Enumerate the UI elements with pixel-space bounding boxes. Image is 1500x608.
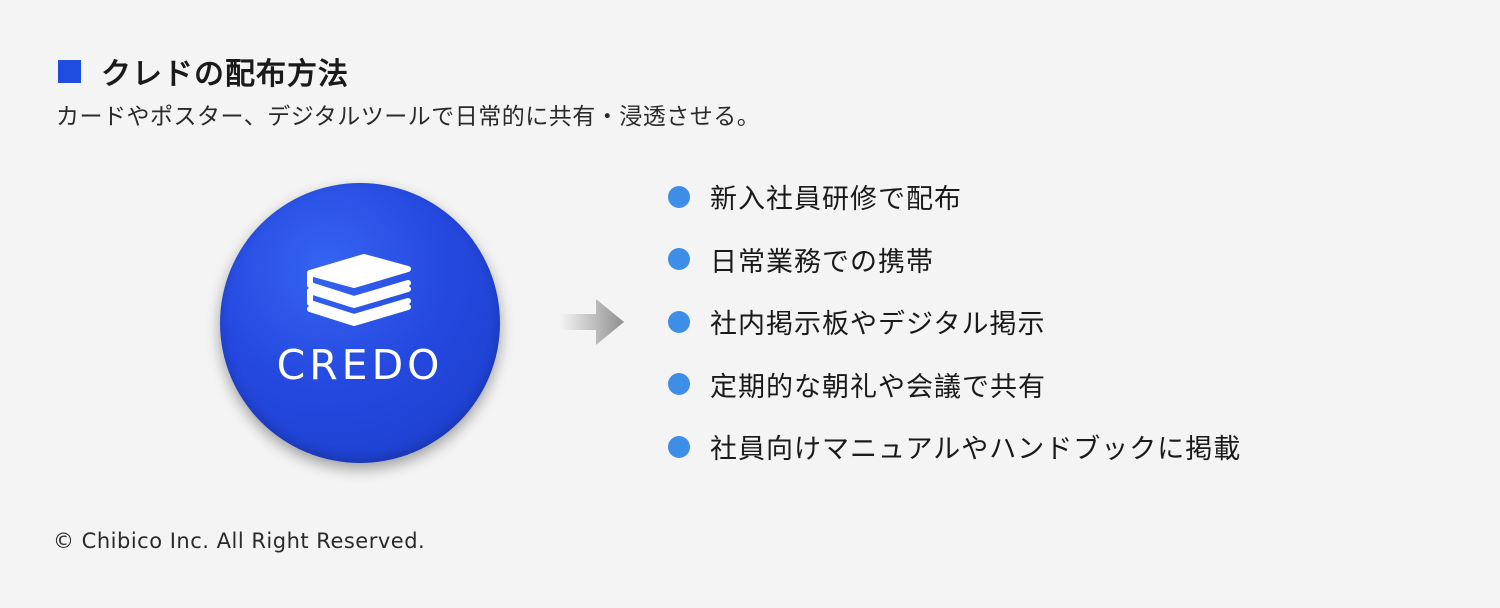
credo-label: CREDO bbox=[276, 341, 444, 389]
distribution-methods-list: 新入社員研修で配布 日常業務での携帯 社内掲示板やデジタル掲示 定期的な朝礼や会… bbox=[668, 176, 1241, 489]
list-item-text: 社員向けマニュアルやハンドブックに掲載 bbox=[710, 434, 1242, 465]
heading: クレドの配布方法 bbox=[58, 52, 349, 92]
list-item-text: 定期的な朝礼や会議で共有 bbox=[710, 371, 1046, 403]
bullet-dot-icon bbox=[668, 248, 690, 270]
page-subtitle: カードやポスター、デジタルツールで日常的に共有・浸透させる。 bbox=[56, 104, 761, 130]
list-item: 社員向けマニュアルやハンドブックに掲載 bbox=[668, 426, 1241, 467]
list-item: 新入社員研修で配布 bbox=[668, 176, 1241, 217]
copyright-notice: © Chibico Inc. All Right Reserved. bbox=[53, 529, 426, 553]
stacked-books-icon bbox=[307, 254, 411, 326]
bullet-dot-icon bbox=[668, 435, 690, 458]
list-item: 定期的な朝礼や会議で共有 bbox=[668, 364, 1241, 405]
list-item-text: 日常業務での携帯 bbox=[710, 246, 934, 278]
list-item: 日常業務での携帯 bbox=[668, 239, 1241, 280]
bullet-dot-icon bbox=[668, 310, 690, 333]
page-title: クレドの配布方法 bbox=[101, 57, 349, 92]
list-item: 社内掲示板やデジタル掲示 bbox=[668, 301, 1241, 342]
list-item-text: 新入社員研修で配布 bbox=[710, 184, 962, 215]
bullet-dot-icon bbox=[668, 185, 690, 208]
credo-badge: CREDO bbox=[220, 183, 500, 463]
list-item-text: 社内掲示板やデジタル掲示 bbox=[710, 309, 1046, 340]
heading-marker bbox=[58, 59, 81, 83]
arrow-right-icon bbox=[560, 299, 624, 345]
bullet-dot-icon bbox=[668, 373, 690, 395]
